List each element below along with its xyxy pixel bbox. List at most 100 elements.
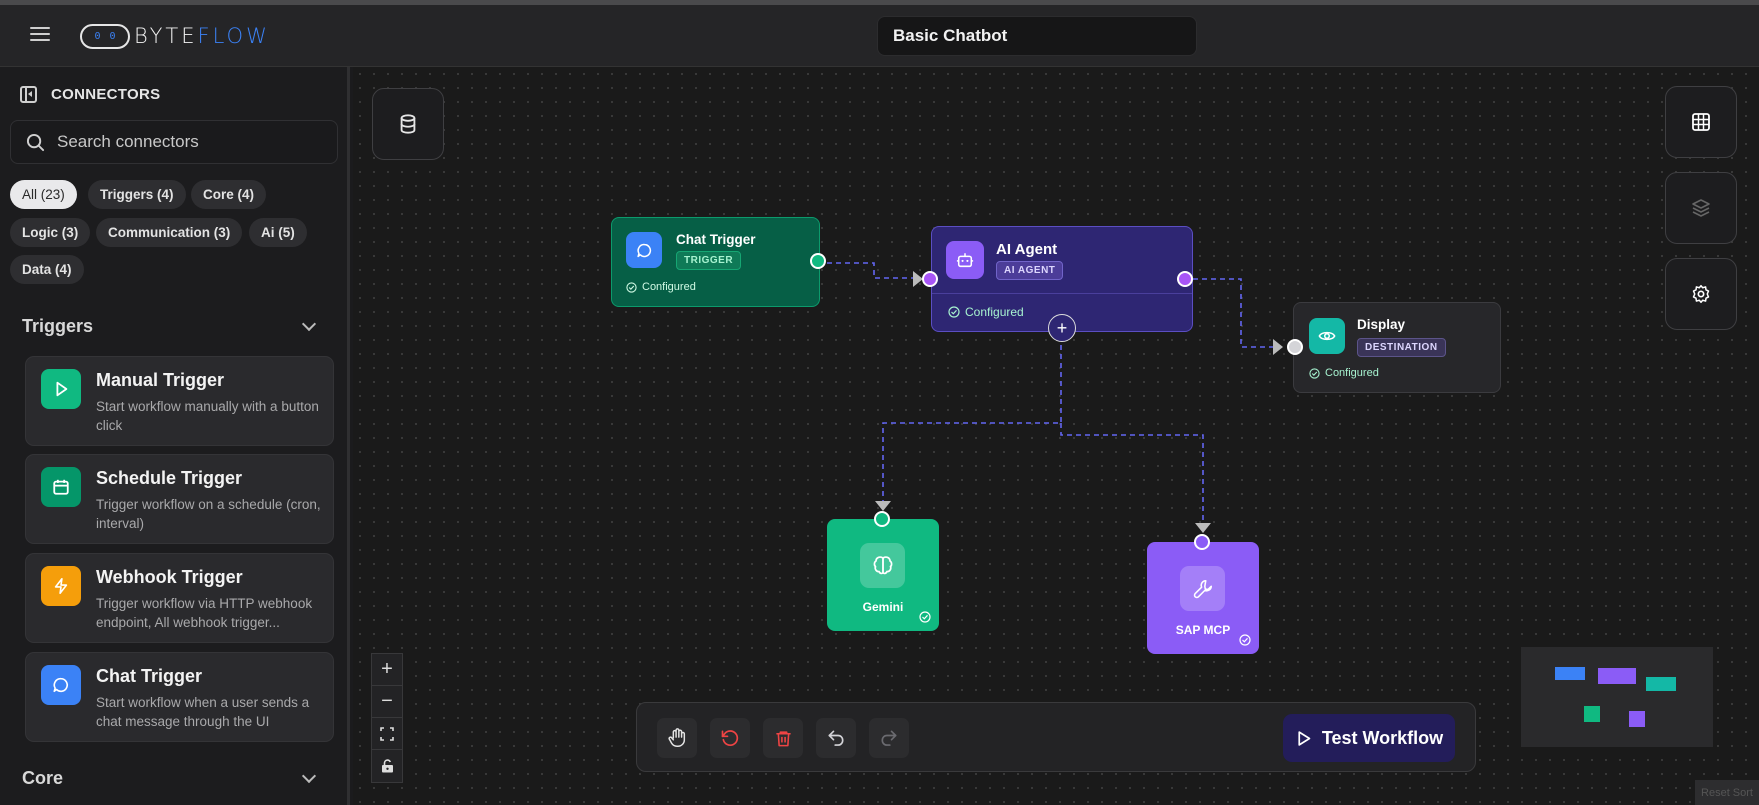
node-status-text: Configured <box>642 281 696 293</box>
node-status: Configured <box>948 305 1024 319</box>
input-port[interactable] <box>1287 339 1303 355</box>
node-chat-trigger[interactable]: Chat Trigger TRIGGER Configured <box>611 217 826 307</box>
add-tool-button[interactable]: + <box>1048 314 1076 342</box>
check-circle-icon <box>1239 634 1251 646</box>
search-icon <box>26 133 45 151</box>
layers-button[interactable] <box>1665 172 1737 244</box>
chip-core[interactable]: Core (4) <box>191 180 267 209</box>
connector-title: Webhook Trigger <box>96 567 243 587</box>
node-badge: TRIGGER <box>676 251 742 270</box>
section-triggers-title: Triggers <box>22 316 94 336</box>
rotate-ccw-icon <box>721 730 739 746</box>
brain-icon <box>860 543 905 588</box>
logo-text: BYTEFLOW <box>134 24 270 48</box>
chat-icon <box>626 232 662 268</box>
workflow-title-input[interactable]: Basic Chatbot <box>877 16 1197 56</box>
node-status-text: Configured <box>1325 367 1379 379</box>
arrow-head-icon <box>875 501 891 511</box>
section-core-title: Core <box>22 768 64 788</box>
robot-icon <box>946 241 984 279</box>
node-title: Display <box>1357 317 1406 332</box>
chip-triggers[interactable]: Triggers (4) <box>88 180 186 209</box>
eye-icon <box>1309 318 1345 354</box>
input-port[interactable] <box>1194 534 1210 550</box>
check-circle-icon <box>626 281 637 293</box>
app-header: 0 0 BYTEFLOW Basic Chatbot <box>0 5 1759 67</box>
connector-description: Trigger workflow via HTTP webhook endpoi… <box>96 596 313 630</box>
fit-view-icon <box>380 726 394 741</box>
delete-button[interactable] <box>763 718 803 758</box>
layers-icon <box>1692 199 1710 217</box>
sidebar-header: CONNECTORS <box>20 86 160 103</box>
connector-title: Manual Trigger <box>96 370 225 390</box>
gear-icon <box>1692 284 1710 304</box>
fit-view-button[interactable] <box>372 718 402 750</box>
node-title: SAP MCP <box>1175 623 1231 637</box>
node-ai-agent[interactable]: AI Agent AI AGENT Configured + <box>922 226 1193 342</box>
connectors-sidebar: CONNECTORS All (23) Triggers (4) Core (4… <box>0 67 350 805</box>
calendar-icon <box>41 467 81 507</box>
section-core-header[interactable]: Core <box>22 768 322 789</box>
node-display[interactable]: Display DESTINATION Configured <box>1287 302 1501 393</box>
minimap-node <box>1584 706 1600 722</box>
minimap[interactable] <box>1521 647 1713 747</box>
redo-icon <box>881 730 897 746</box>
input-port[interactable] <box>874 511 890 527</box>
connector-webhook-trigger[interactable]: Webhook Trigger Trigger workflow via HTT… <box>25 553 334 643</box>
pan-tool-button[interactable] <box>657 718 697 758</box>
zoom-out-button[interactable]: − <box>372 686 402 718</box>
connector-schedule-trigger[interactable]: Schedule Trigger Trigger workflow on a s… <box>25 454 334 544</box>
chat-icon <box>41 665 81 705</box>
input-port[interactable] <box>922 271 938 287</box>
output-port[interactable] <box>810 253 826 269</box>
test-workflow-button[interactable]: Test Workflow <box>1283 714 1455 762</box>
edge-chat-to-agent <box>818 262 921 279</box>
connector-manual-trigger[interactable]: Manual Trigger Start workflow manually w… <box>25 356 334 446</box>
trash-icon <box>775 730 791 746</box>
wrench-icon <box>1180 566 1225 611</box>
arrow-head-icon <box>1273 339 1283 355</box>
lock-button[interactable] <box>372 750 402 782</box>
zoom-controls: + − <box>371 653 403 783</box>
edge-agent-to-gemini <box>882 327 1062 504</box>
chip-ai[interactable]: Ai (5) <box>249 218 307 247</box>
window-top-border <box>0 0 1759 5</box>
reset-button[interactable] <box>710 718 750 758</box>
check-circle-icon <box>919 611 931 623</box>
undo-button[interactable] <box>816 718 856 758</box>
connector-chat-trigger[interactable]: Chat Trigger Start workflow when a user … <box>25 652 334 742</box>
chevron-down-icon <box>301 768 317 784</box>
node-gemini[interactable]: Gemini <box>827 511 939 631</box>
minimap-node <box>1555 667 1585 680</box>
play-icon <box>1298 730 1311 746</box>
app-logo: 0 0 BYTEFLOW <box>80 23 270 49</box>
node-divider <box>932 293 1192 294</box>
grid-button[interactable] <box>1665 86 1737 158</box>
database-icon <box>400 114 416 134</box>
connector-description: Start workflow when a user sends a chat … <box>96 695 310 729</box>
connector-description: Trigger workflow on a schedule (cron, in… <box>96 497 321 531</box>
logo-badge-right: 0 <box>109 30 116 42</box>
edges-layer <box>818 262 1278 525</box>
connector-title: Chat Trigger <box>96 666 203 686</box>
chip-logic[interactable]: Logic (3) <box>10 218 91 247</box>
logo-text-part2: FLOW <box>197 24 270 48</box>
section-triggers-header[interactable]: Triggers <box>22 316 322 337</box>
search-input[interactable] <box>57 132 307 152</box>
chip-communication[interactable]: Communication (3) <box>96 218 243 247</box>
chip-all[interactable]: All (23) <box>10 180 77 209</box>
check-circle-icon <box>948 306 960 318</box>
collapse-sidebar-icon[interactable] <box>20 86 37 103</box>
workflow-canvas[interactable]: Chat Trigger TRIGGER Configured AI Agent… <box>353 67 1759 805</box>
node-sap-mcp[interactable]: SAP MCP <box>1147 534 1259 654</box>
arrow-head-icon <box>913 271 923 287</box>
database-button[interactable] <box>372 88 444 160</box>
output-port[interactable] <box>1177 271 1193 287</box>
search-box <box>10 120 338 164</box>
settings-button[interactable] <box>1665 258 1737 330</box>
redo-button[interactable] <box>869 718 909 758</box>
reset-sort-button[interactable]: Reset Sort <box>1695 780 1759 805</box>
zoom-in-button[interactable]: + <box>372 654 402 686</box>
hamburger-icon[interactable] <box>30 27 50 43</box>
chip-data[interactable]: Data (4) <box>10 255 84 284</box>
